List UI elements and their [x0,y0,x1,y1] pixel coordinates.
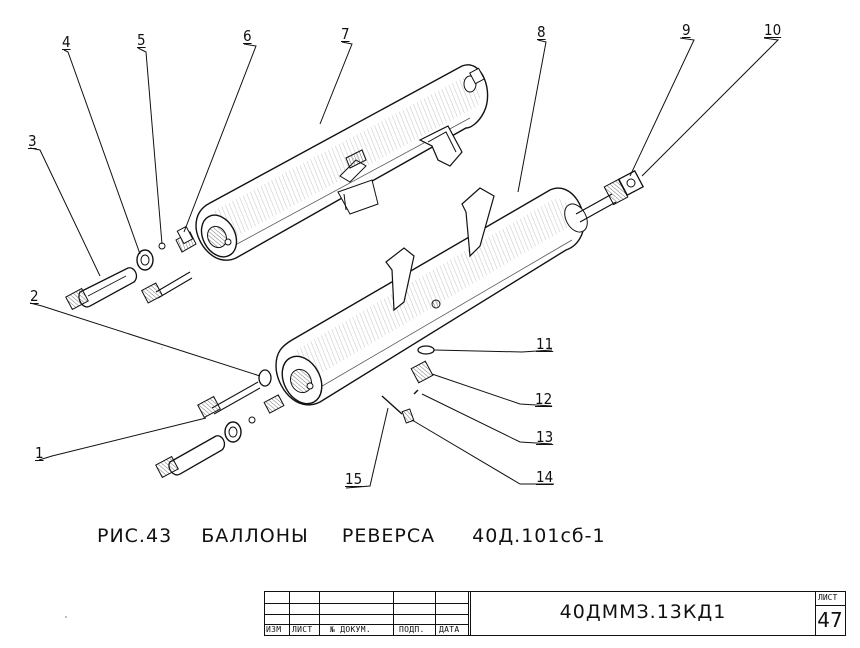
callout-6: 6 [243,27,252,45]
callout-7: 7 [341,25,350,43]
callout-11: 11 [536,335,554,353]
tb-label-izm: ИЗМ [266,625,282,634]
tb-label-doc: № ДОКУМ. [330,625,371,634]
caption-title: БАЛЛОНЫ [201,525,309,547]
callout-1: 1 [35,444,44,462]
caption-drawing-code: 40Д.101сб-1 [472,525,606,547]
callout-3: 3 [28,132,37,150]
tb-col-list: ЛИСТ [290,592,320,635]
sheet-separator [816,605,845,606]
stray-dot [161,347,163,349]
caption-figure-number: РИС.43 [97,525,173,547]
callout-9: 9 [682,21,691,39]
tb-row-line [265,614,469,615]
tb-col-podp: ПОДП. [394,592,436,635]
callout-2: 2 [30,287,39,305]
figure-caption: РИС.43 БАЛЛОНЫ РЕВЕРСА 40Д.101сб-1 [97,524,606,548]
callout-12: 12 [535,390,553,408]
tb-row-line [265,624,469,625]
callout-8: 8 [537,23,546,41]
lower-cylinder [275,169,645,406]
upper-small-parts [65,225,197,311]
sheet-label: ЛИСТ [818,593,838,602]
tb-label-data: ДАТА [439,625,460,634]
callout-10: 10 [764,21,782,39]
sheet-box: ЛИСТ 47 [815,592,845,635]
callout-5: 5 [137,31,146,49]
callout-4: 4 [62,33,71,51]
tb-row-line [265,603,469,604]
tb-col-data: ДАТА [436,592,469,635]
tb-col-doc: № ДОКУМ. [320,592,394,635]
upper-cylinder [195,64,489,261]
lower-small-parts [155,345,435,479]
tb-col-izm: ИЗМ [265,592,290,635]
caption-subtitle: РЕВЕРСА [341,525,436,547]
stray-dot [65,616,67,618]
tb-label-podp: ПОДП. [399,625,425,634]
tb-label-list: ЛИСТ [292,625,313,634]
sheet-number: 47 [817,608,843,632]
document-code: 40ДММЗ.13КД1 [559,601,727,623]
leader-lines [29,37,780,489]
callout-15: 15 [345,470,363,488]
tb-divider [469,592,471,635]
title-block: ИЗМ ЛИСТ № ДОКУМ. ПОДП. ДАТА 40ДММЗ.13КД… [264,591,846,636]
callout-13: 13 [536,428,554,446]
callout-14: 14 [536,468,554,486]
